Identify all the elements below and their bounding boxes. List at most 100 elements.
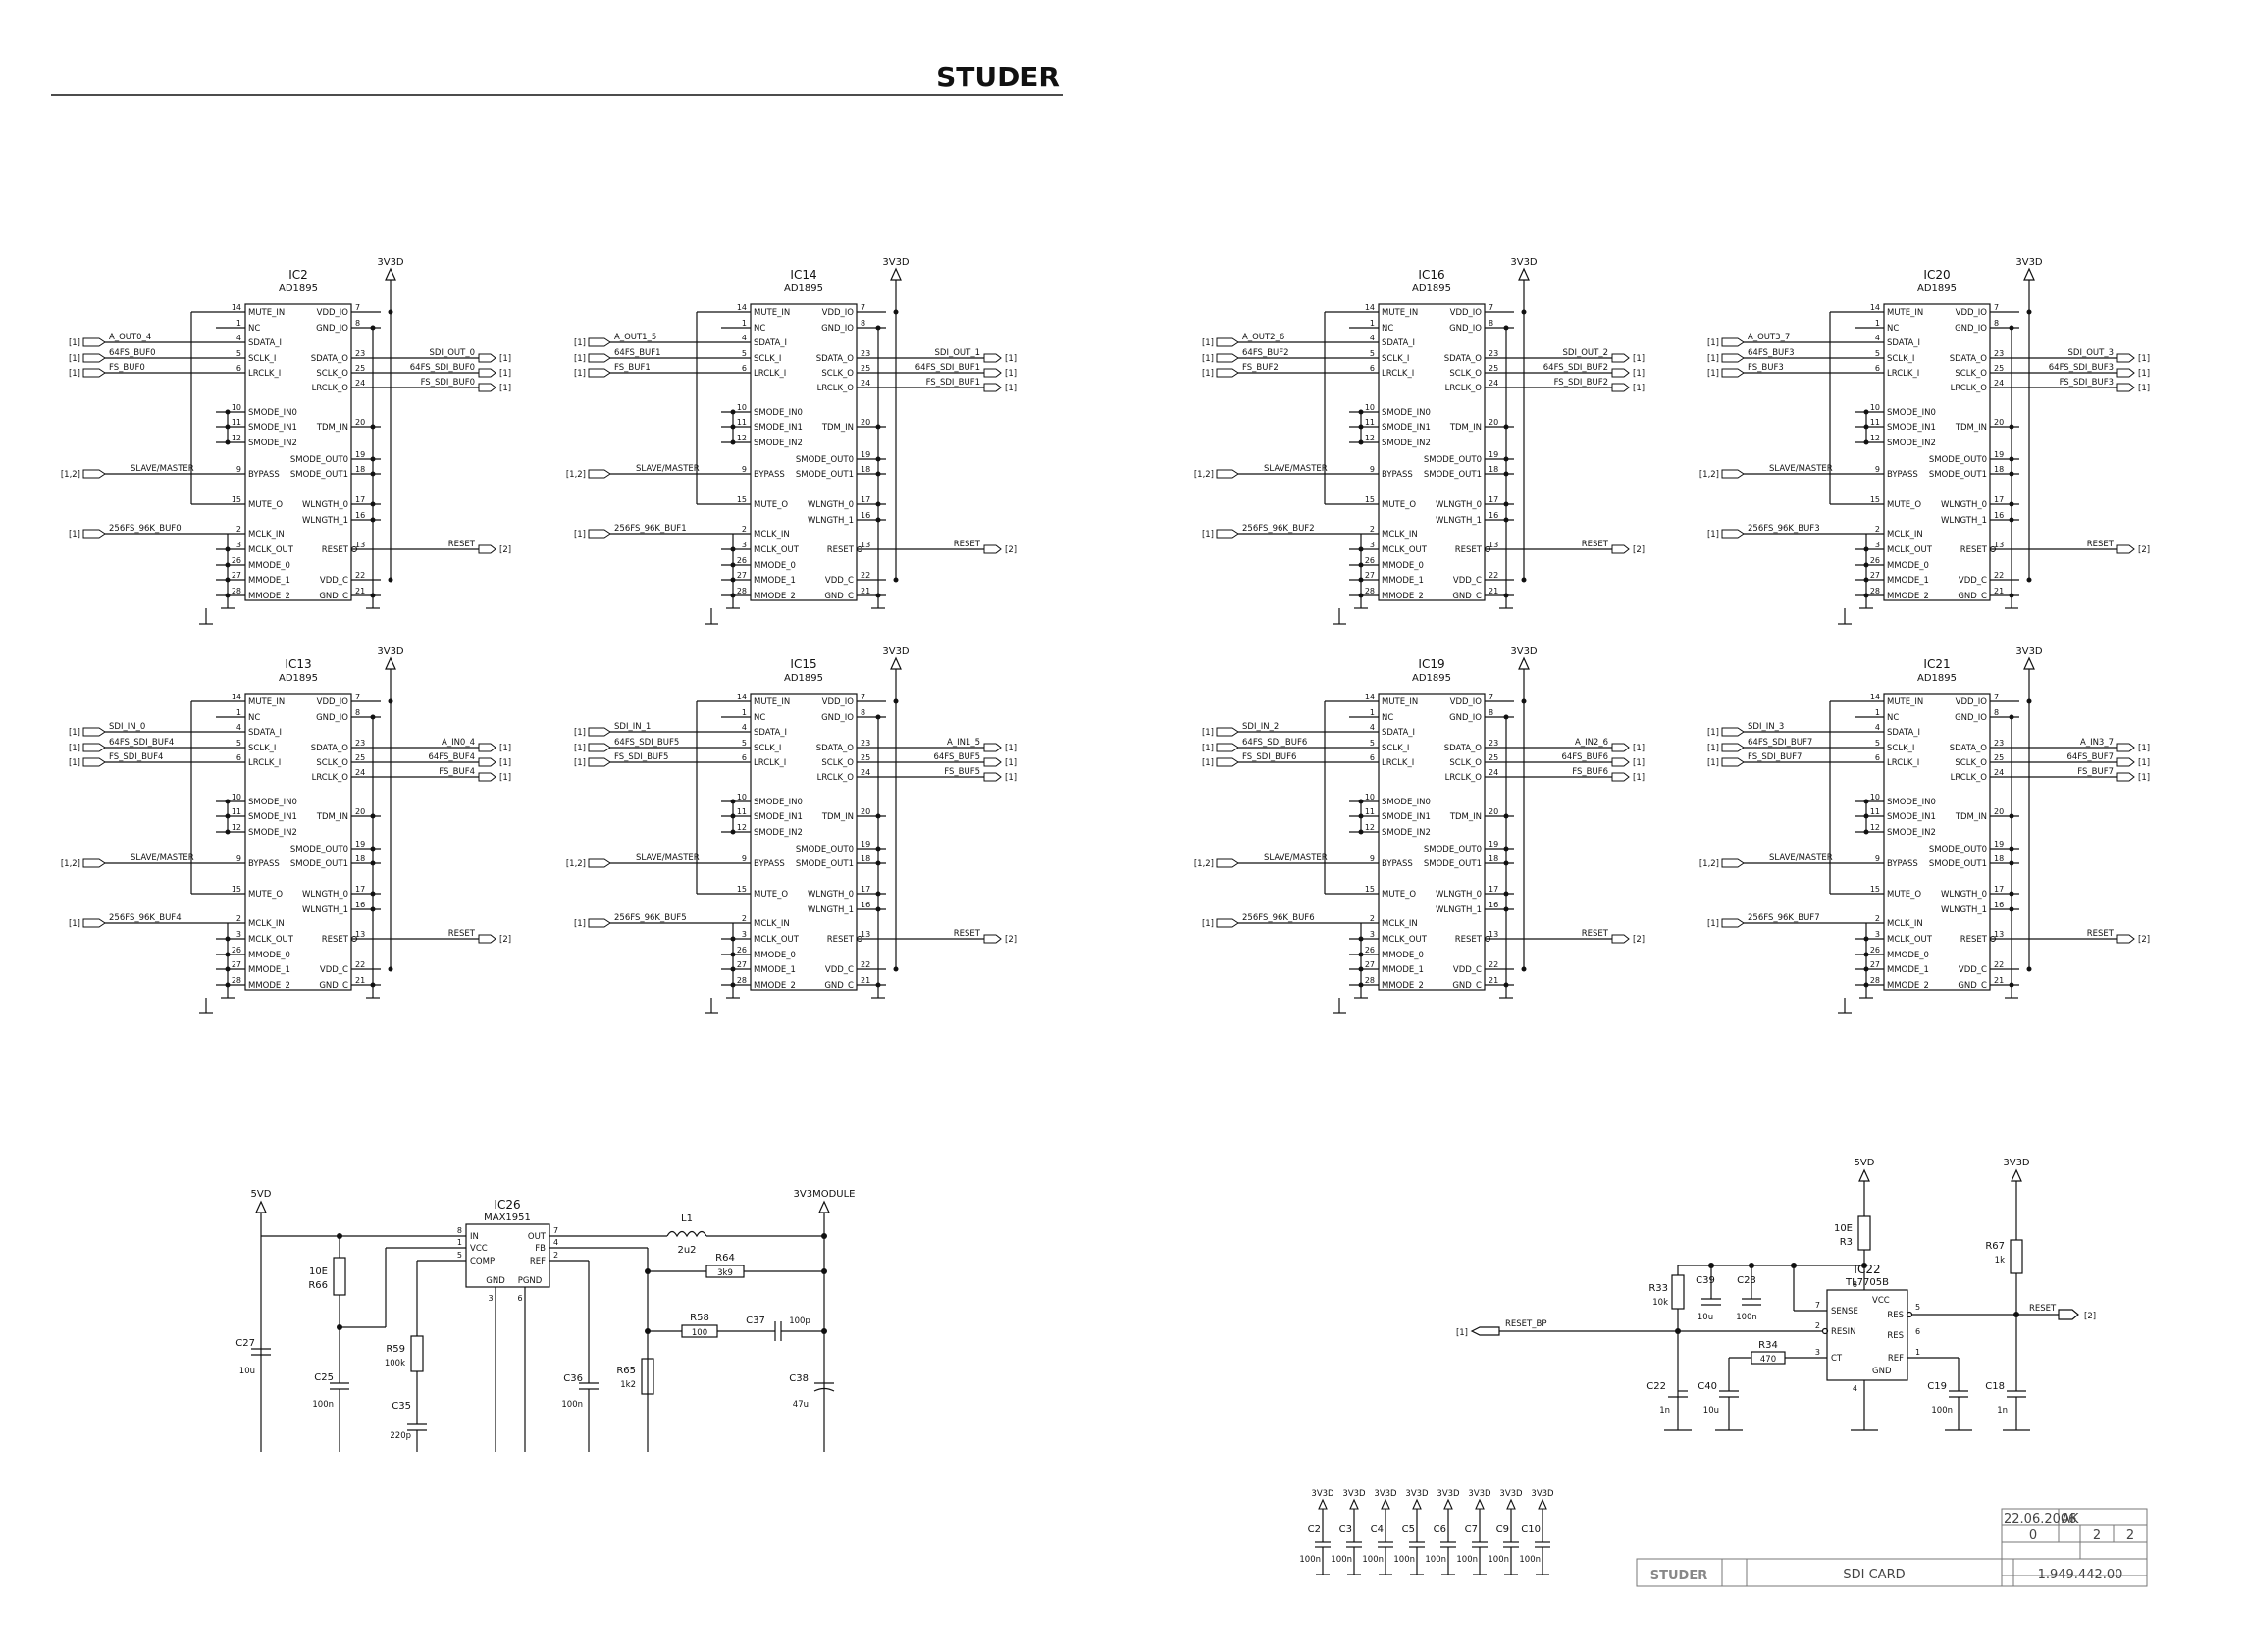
junction-dot bbox=[370, 593, 376, 598]
pin-number: 23 bbox=[355, 739, 365, 748]
pin-label: TDM_IN bbox=[1955, 423, 1987, 433]
net-connector bbox=[1216, 368, 1239, 378]
net-ref: [1] bbox=[499, 384, 511, 393]
net-connector bbox=[983, 934, 1002, 944]
junction-dot bbox=[370, 424, 376, 430]
pin-label: SMODE_OUT0 bbox=[796, 845, 854, 854]
c40-value: 10u bbox=[1703, 1406, 1719, 1416]
rail-label-5vd-reset: 5VD bbox=[1855, 1158, 1875, 1168]
net-label-reset: RESET bbox=[2087, 540, 2115, 549]
pin-label: MMODE_1 bbox=[248, 576, 290, 586]
pin-label: SDATA_I bbox=[1382, 338, 1415, 348]
pin-label: SMODE_IN0 bbox=[754, 798, 803, 807]
c37-value: 100p bbox=[789, 1316, 810, 1326]
pin-label: MCLK_IN bbox=[248, 530, 285, 540]
pin-label: SMODE_IN1 bbox=[754, 812, 803, 822]
net-connector bbox=[478, 353, 496, 363]
pin-number: 25 bbox=[1489, 364, 1498, 373]
pin-number: 9 bbox=[1370, 465, 1375, 474]
net-connector bbox=[82, 337, 106, 347]
pin-label: SMODE_IN1 bbox=[1887, 423, 1936, 433]
cap-value: 100n bbox=[1331, 1555, 1352, 1565]
net-connector bbox=[82, 727, 106, 737]
junction-dot bbox=[370, 501, 376, 507]
net-connector bbox=[82, 529, 106, 539]
net-connector bbox=[478, 544, 496, 554]
pin-number: 7 bbox=[1994, 303, 1999, 312]
net-ref: [1] bbox=[499, 744, 511, 753]
pin-label: WLNGTH_1 bbox=[302, 516, 348, 526]
pin-label: BYPASS bbox=[754, 470, 785, 480]
pin-label: VDD_C bbox=[320, 965, 348, 975]
pin-label: SCLK_I bbox=[754, 354, 781, 364]
pin-label: LRCLK_O bbox=[817, 773, 855, 783]
net-label-in1: SDI_IN_1 bbox=[614, 722, 651, 732]
pin-number: 16 bbox=[1489, 901, 1498, 909]
pin-label: RESET bbox=[1960, 935, 1988, 945]
pin-number: 25 bbox=[861, 753, 870, 762]
pin-number: 13 bbox=[861, 541, 870, 549]
net-ref: [2] bbox=[1005, 935, 1017, 945]
pin-label: MMODE_2 bbox=[248, 981, 290, 991]
net-label-mclk: 256FS_96K_BUF7 bbox=[1748, 913, 1820, 923]
pin-number: 7 bbox=[861, 693, 865, 701]
inversion-bubble bbox=[1485, 546, 1490, 552]
r64-ref: R64 bbox=[715, 1253, 735, 1264]
pin-label: MUTE_O bbox=[754, 890, 788, 900]
src-chip-body bbox=[244, 693, 352, 991]
net-connector bbox=[1721, 743, 1745, 752]
net-connector bbox=[588, 368, 611, 378]
pin-label: MMODE_2 bbox=[248, 592, 290, 601]
pin-number: 6 bbox=[236, 364, 241, 373]
pin-number: 6 bbox=[742, 364, 747, 373]
src-chip-body bbox=[1883, 303, 1991, 601]
net-label-out1: SDI_OUT_0 bbox=[430, 348, 475, 358]
net-ref: [1] bbox=[69, 369, 80, 379]
rail-label-3v3d: 3V3D bbox=[1405, 1489, 1429, 1499]
net-ref: [1] bbox=[2138, 744, 2150, 753]
tb-index: 0 bbox=[2029, 1528, 2037, 1543]
pin-label: SDATA_O bbox=[1444, 354, 1483, 364]
pin-number: 1 bbox=[1370, 319, 1375, 328]
pin-label: TDM_IN bbox=[1449, 423, 1482, 433]
net-connector bbox=[1611, 934, 1630, 944]
r3-ref: R3 bbox=[1840, 1237, 1853, 1248]
r33-ref: R33 bbox=[1648, 1283, 1668, 1294]
junction-dot bbox=[1521, 698, 1527, 704]
pin-number: 16 bbox=[1994, 901, 2004, 909]
src-chip-body bbox=[1378, 693, 1486, 991]
net-label-mclk: 256FS_96K_BUF5 bbox=[614, 913, 687, 923]
pin-label: SMODE_IN0 bbox=[1382, 798, 1431, 807]
cap-value: 100n bbox=[1488, 1555, 1509, 1565]
net-connector bbox=[1721, 727, 1745, 737]
pin-number: 5 bbox=[1875, 739, 1880, 748]
junction-dot bbox=[225, 936, 231, 942]
pin-number: 6 bbox=[1370, 753, 1375, 762]
junction-dot bbox=[1863, 424, 1869, 430]
cap-ref: C2 bbox=[1308, 1524, 1321, 1535]
junction-dot bbox=[225, 562, 231, 568]
net-ref: [1] bbox=[2138, 758, 2150, 768]
pin-label: GND_IO bbox=[1449, 324, 1482, 334]
src-block-ic20: IC20AD1895MUTE_IN14NC1SDATA_I4SCLK_I5LRC… bbox=[1699, 257, 2150, 625]
pin-number: 4 bbox=[1370, 723, 1375, 732]
ic22-pin-vcc: VCC bbox=[1872, 1296, 1890, 1306]
net-connector bbox=[478, 757, 496, 767]
c39-ref: C39 bbox=[1696, 1275, 1715, 1286]
net-ref: [1] bbox=[2138, 354, 2150, 364]
net-connector bbox=[588, 757, 611, 767]
junction-dot bbox=[1521, 577, 1527, 583]
pin-label: VDD_IO bbox=[1450, 308, 1483, 318]
junction-dot bbox=[2009, 906, 2014, 912]
c19-ref: C19 bbox=[1927, 1381, 1947, 1392]
reset-out-net: RESET bbox=[2029, 1304, 2057, 1314]
pin-label: SMODE_OUT0 bbox=[1424, 845, 1482, 854]
net-ref: [1] bbox=[1005, 384, 1017, 393]
pin-label: WLNGTH_0 bbox=[1436, 500, 1482, 510]
c40-ref: C40 bbox=[1698, 1381, 1717, 1392]
pin-number: 19 bbox=[355, 450, 365, 459]
pin-number: 14 bbox=[1870, 693, 1880, 701]
net-connector bbox=[1216, 337, 1239, 347]
rail-label-3v3d: 3V3D bbox=[882, 257, 910, 268]
junction-dot bbox=[730, 966, 736, 972]
